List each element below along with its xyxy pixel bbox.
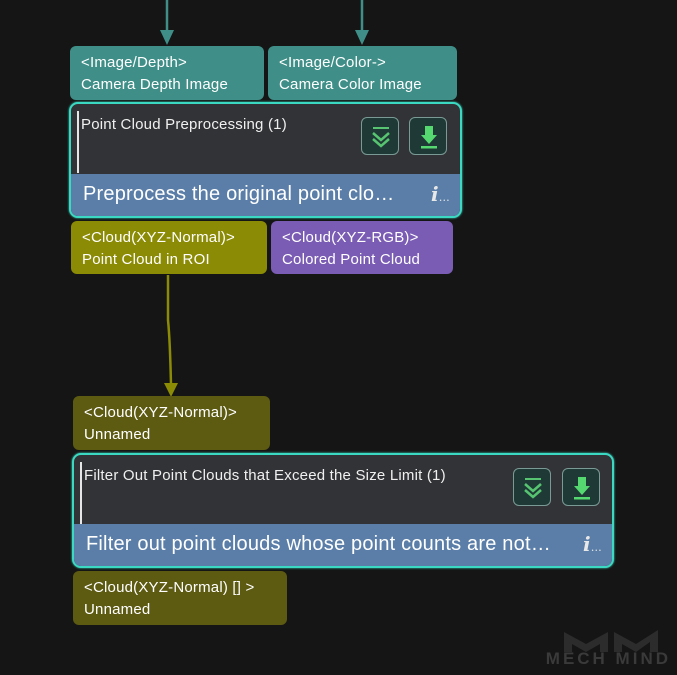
watermark-text: MECH MIND <box>545 649 671 668</box>
port-type: <Cloud(XYZ-RGB)> <box>282 229 419 246</box>
info-icon[interactable]: i… <box>583 532 602 556</box>
description-text: Preprocess the original point clo… <box>83 183 395 205</box>
port-name: Unnamed <box>84 426 151 443</box>
info-glyph: i <box>582 532 591 556</box>
input-port-depth[interactable]: <Image/Depth> Camera Depth Image <box>70 46 264 100</box>
port-type: <Image/Color-> <box>279 54 387 71</box>
info-glyph: i <box>430 182 439 206</box>
node-description[interactable]: Filter out point clouds whose point coun… <box>74 524 612 566</box>
output-port-cloud-array[interactable]: <Cloud(XYZ-Normal) [] > Unnamed <box>73 571 287 625</box>
download-button[interactable] <box>562 468 600 506</box>
step-node-filter-point-clouds[interactable]: Filter Out Point Clouds that Exceed the … <box>72 453 614 568</box>
port-name: Camera Color Image <box>279 76 422 93</box>
info-ellipsis: … <box>590 541 602 554</box>
expand-chevrons-icon <box>524 478 542 499</box>
port-name: Camera Depth Image <box>81 76 229 93</box>
port-name: Unnamed <box>84 601 151 618</box>
node-title[interactable]: Filter Out Point Clouds that Exceed the … <box>84 467 446 484</box>
node-description[interactable]: Preprocess the original point clo… i… <box>71 174 460 216</box>
port-type: <Cloud(XYZ-Normal)> <box>84 404 238 421</box>
node-header: Filter Out Point Clouds that Exceed the … <box>74 455 612 525</box>
port-type: <Image/Depth> <box>81 54 188 71</box>
port-type: <Cloud(XYZ-Normal)> <box>82 229 236 246</box>
expand-button[interactable] <box>513 468 551 506</box>
input-port-color[interactable]: <Image/Color-> Camera Color Image <box>268 46 457 100</box>
expand-chevrons-icon <box>372 127 390 148</box>
port-type: <Cloud(XYZ-Normal) [] > <box>84 579 255 596</box>
step-node-point-cloud-preprocessing[interactable]: Point Cloud Preprocessing (1) Preprocess… <box>69 102 462 218</box>
download-arrow-icon <box>574 477 590 500</box>
download-arrow-icon <box>421 126 437 149</box>
connector-cloud <box>164 275 178 397</box>
connector-depth <box>160 0 174 45</box>
node-header: Point Cloud Preprocessing (1) <box>71 104 460 174</box>
description-text: Filter out point clouds whose point coun… <box>86 533 551 555</box>
text-cursor <box>77 111 79 173</box>
output-port-colored-cloud[interactable]: <Cloud(XYZ-RGB)> Colored Point Cloud <box>271 221 453 274</box>
mech-mind-logo <box>564 630 658 652</box>
download-button[interactable] <box>409 117 447 155</box>
info-ellipsis: … <box>438 191 450 204</box>
input-port-cloud[interactable]: <Cloud(XYZ-Normal)> Unnamed <box>73 396 270 450</box>
node-title[interactable]: Point Cloud Preprocessing (1) <box>81 116 287 133</box>
port-name: Point Cloud in ROI <box>82 251 210 268</box>
info-icon[interactable]: i… <box>431 182 450 206</box>
expand-button[interactable] <box>361 117 399 155</box>
text-cursor <box>80 462 82 524</box>
output-port-cloud-in-roi[interactable]: <Cloud(XYZ-Normal)> Point Cloud in ROI <box>71 221 267 274</box>
port-name: Colored Point Cloud <box>282 251 421 268</box>
connector-color <box>355 0 369 45</box>
